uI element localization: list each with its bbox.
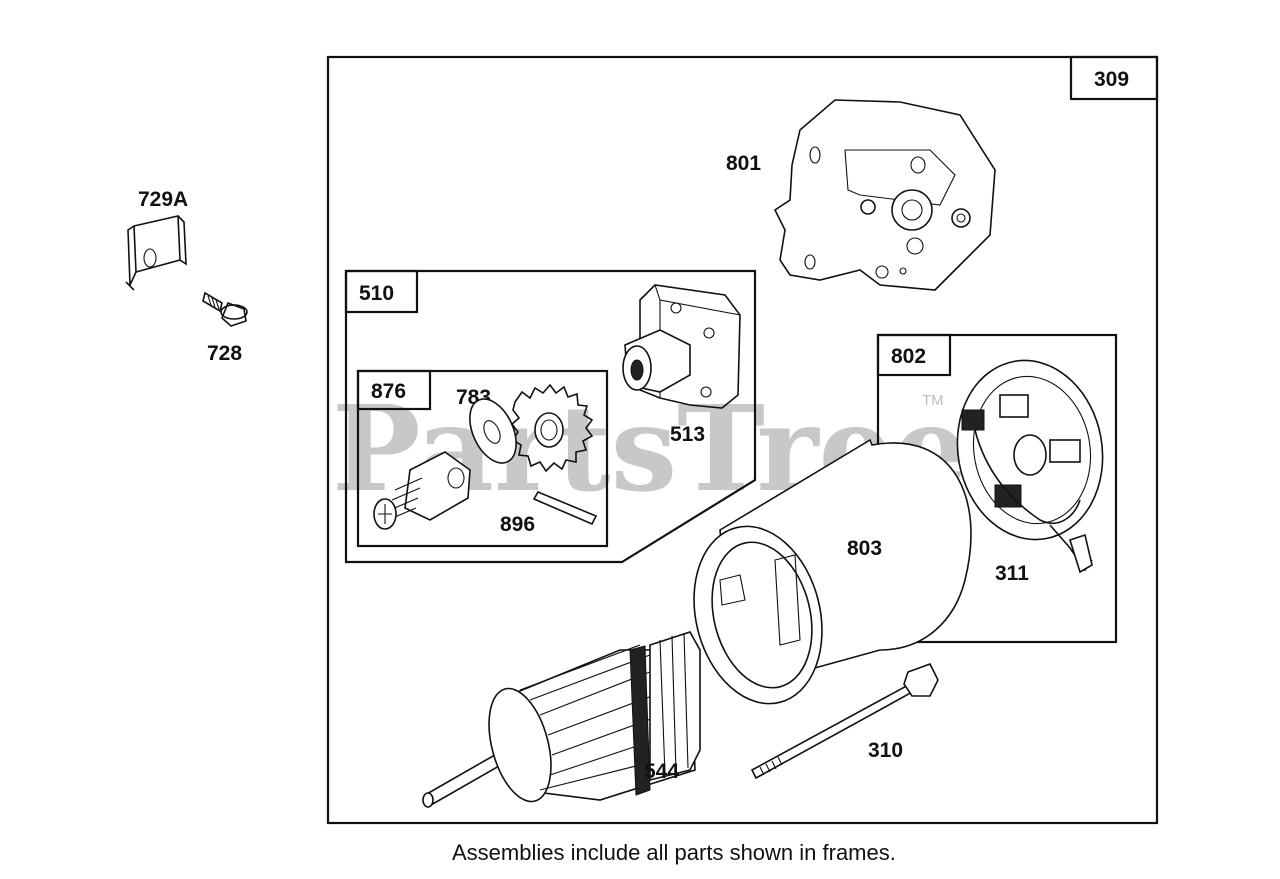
part-803-label: 803	[847, 537, 882, 560]
part-513-drive-cap	[622, 284, 741, 409]
part-729a-bracket	[125, 215, 187, 291]
frame-876-tag	[356, 369, 432, 411]
frame-510-label: 510	[359, 282, 394, 305]
part-311-brush-plate	[956, 359, 1104, 574]
part-801-bracket	[773, 99, 996, 291]
part-washer	[469, 398, 517, 464]
frame-309	[326, 55, 1159, 825]
part-783-gear	[510, 383, 594, 473]
part-801-label: 801	[726, 152, 761, 175]
frame-876-label: 876	[371, 380, 406, 403]
part-896-pin	[532, 490, 598, 526]
part-544-label: 544	[644, 760, 679, 783]
frame-876	[356, 369, 609, 548]
part-310-bolt	[750, 663, 939, 780]
part-311-label: 311	[995, 562, 1029, 585]
frame-802-tag	[876, 333, 952, 377]
part-896-label: 896	[500, 513, 535, 536]
caption: Assemblies include all parts shown in fr…	[452, 840, 896, 865]
frame-309-tag	[1069, 55, 1159, 101]
frame-510	[344, 269, 757, 564]
part-513-label: 513	[670, 423, 705, 446]
frame-802-label: 802	[891, 345, 926, 368]
watermark-tm: TM	[922, 392, 944, 409]
part-drive-spring	[373, 451, 471, 530]
part-310-label: 310	[868, 739, 903, 762]
part-803-housing	[693, 438, 972, 705]
part-544-armature	[422, 631, 701, 808]
frame-309-label: 309	[1094, 68, 1129, 91]
part-728-label: 728	[207, 342, 242, 365]
part-729a-label: 729A	[138, 188, 188, 211]
frame-510-tag	[344, 269, 419, 314]
part-728-screw	[202, 291, 248, 327]
